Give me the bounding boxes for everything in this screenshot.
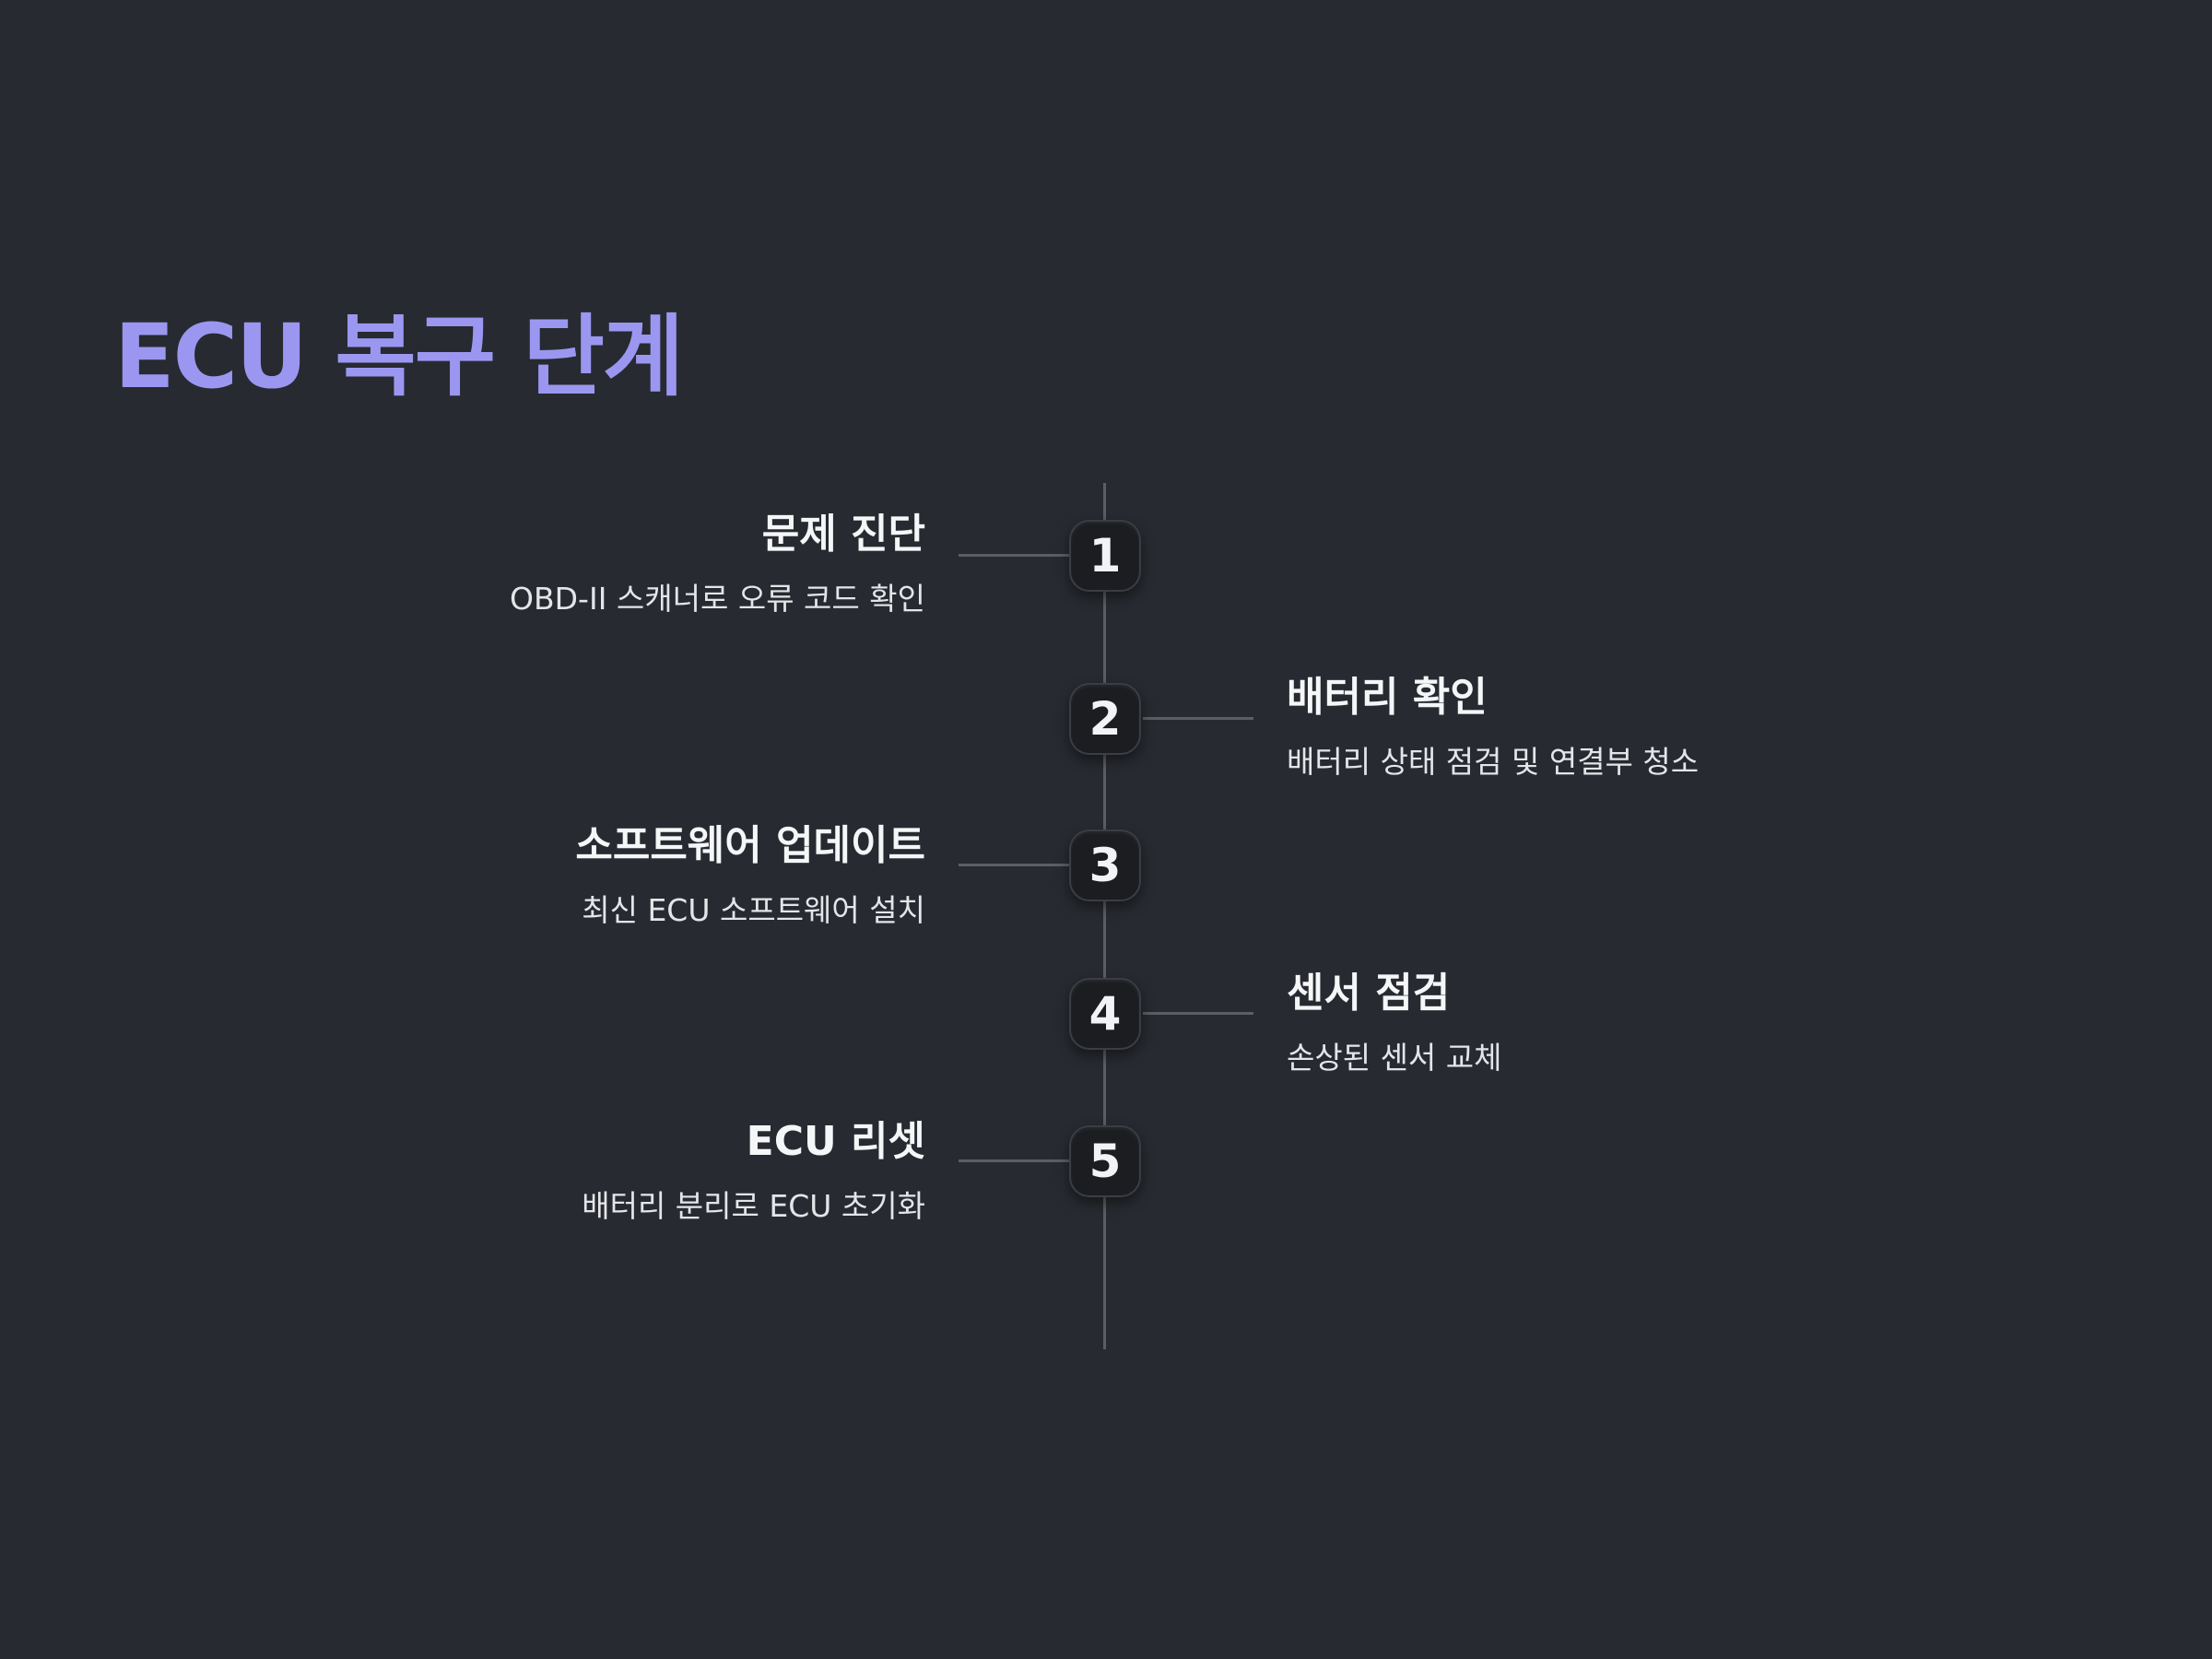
step-4-badge: 4 (1069, 978, 1141, 1050)
step-2-description: 배터리 상태 점검 및 연결부 청소 (1287, 744, 1700, 780)
step-1-connector (959, 554, 1069, 557)
step-1-title: 문제 진단 (761, 511, 925, 558)
step-1-description: OBD-II 스캐너로 오류 코드 확인 (510, 581, 925, 617)
step-1-badge: 1 (1069, 520, 1141, 592)
step-3-badge: 3 (1069, 830, 1141, 901)
step-1-text: 문제 진단 OBD-II 스캐너로 오류 코드 확인 (354, 509, 925, 619)
step-2-title: 배터리 확인 (1287, 674, 1488, 721)
step-4-description: 손상된 센서 교체 (1287, 1040, 1502, 1076)
step-3-description: 최신 ECU 소프트웨어 설치 (582, 892, 925, 928)
step-2-text: 배터리 확인 배터리 상태 점검 및 연결부 청소 (1287, 672, 1858, 782)
step-4-title: 센서 점검 (1287, 970, 1451, 1017)
step-2-connector (1143, 717, 1253, 720)
timeline-axis (1103, 483, 1106, 1349)
page-title: ECU 복구 단계 (114, 305, 684, 408)
step-5-description: 배터리 분리로 ECU 초기화 (582, 1188, 925, 1224)
step-5-connector (959, 1159, 1069, 1162)
step-4-connector (1143, 1012, 1253, 1015)
step-5-text: ECU 리셋 배터리 분리로 ECU 초기화 (354, 1116, 925, 1227)
step-4-text: 센서 점검 손상된 센서 교체 (1287, 968, 1858, 1078)
step-2-badge: 2 (1069, 683, 1141, 755)
step-3-text: 소프트웨어 업데이트 최신 ECU 소프트웨어 설치 (354, 820, 925, 931)
step-3-title: 소프트웨어 업데이트 (575, 822, 925, 869)
step-5-title: ECU 리셋 (746, 1118, 925, 1165)
step-3-connector (959, 864, 1069, 866)
step-5-badge: 5 (1069, 1125, 1141, 1197)
